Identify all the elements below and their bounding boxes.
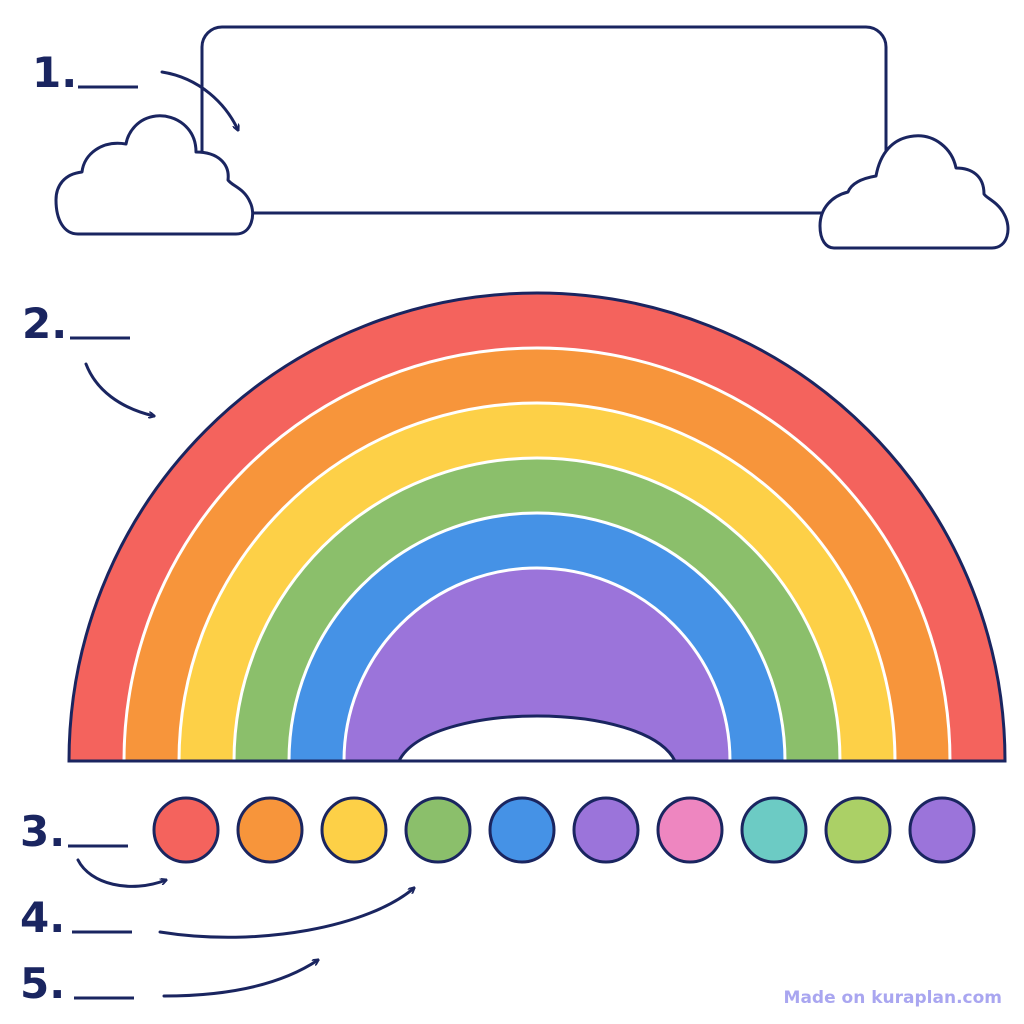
rainbow-inner-hole [396,714,678,763]
swatch-orange[interactable] [236,796,304,864]
left-cloud [54,114,255,236]
swatch-green[interactable] [404,796,472,864]
label-1-number: 1. [32,48,77,97]
swatch-purple[interactable] [572,796,640,864]
color-swatches [152,796,976,864]
right-cloud [818,134,1010,250]
arrow-2 [84,362,154,416]
swatch-teal[interactable] [740,796,808,864]
rainbow-band-purple [342,566,732,763]
swatch-lime[interactable] [824,796,892,864]
label-5-number: 5. [20,959,65,1008]
label-3-number: 3. [20,807,65,856]
swatch-pink[interactable] [656,796,724,864]
arrow-3 [76,858,166,888]
title-box [200,25,888,215]
watermark: Made on kuraplan.com [783,988,1002,1008]
rainbow [67,291,1007,763]
label-2-number: 2. [22,299,67,348]
arrow-1 [160,70,238,130]
swatch-blue[interactable] [488,796,556,864]
arrow-5 [162,960,318,998]
swatch-red[interactable] [152,796,220,864]
swatch-yellow[interactable] [320,796,388,864]
arrow-4 [158,888,414,939]
swatch-violet[interactable] [908,796,976,864]
label-4-number: 4. [20,893,65,942]
